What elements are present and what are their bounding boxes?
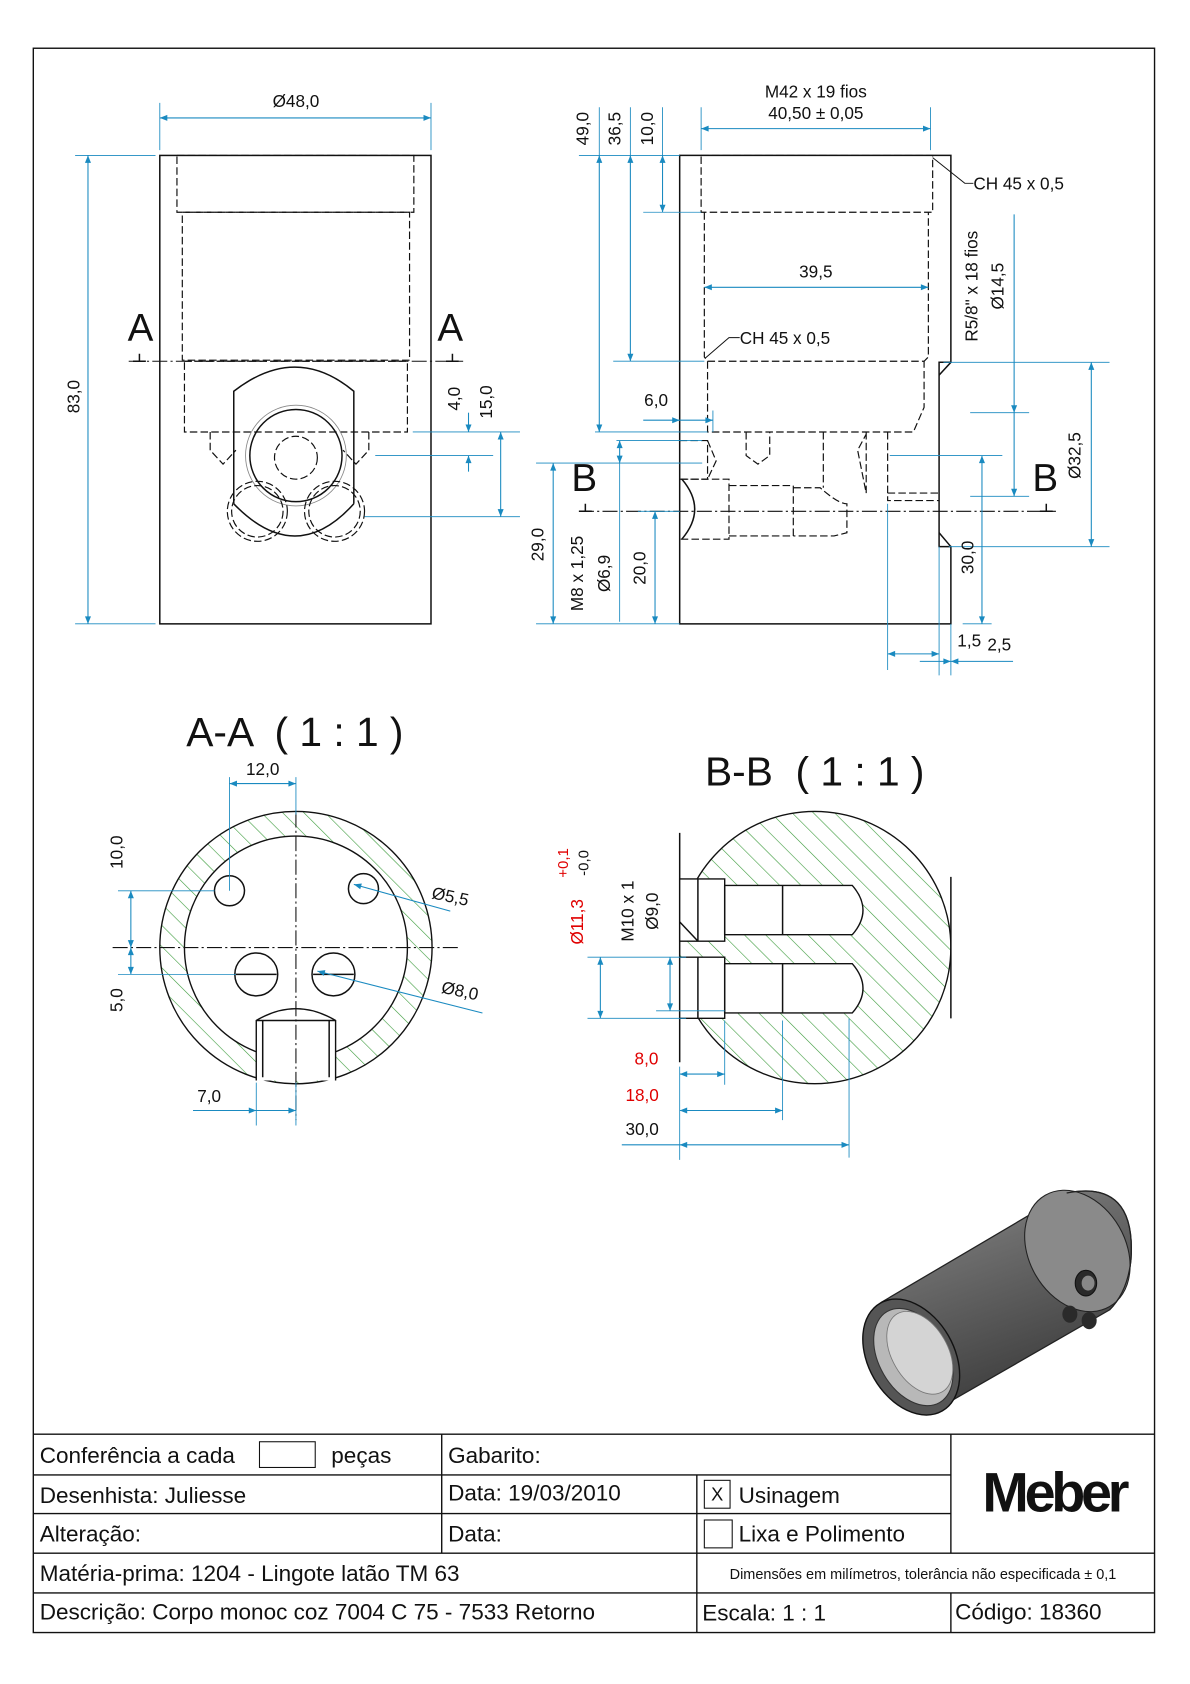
section-a-label-right: A <box>437 307 463 350</box>
codigo-field: Código: 18360 <box>955 1600 1101 1625</box>
usinagem-check-mark: X <box>711 1485 723 1505</box>
dim-49: 49,0 <box>573 112 593 145</box>
section-aa-title: A-A ( 1 : 1 ) <box>186 709 403 755</box>
aa-dim-7: 7,0 <box>197 1086 221 1106</box>
bb-dia-9: Ø9,0 <box>642 893 662 930</box>
dim-39-5: 39,5 <box>799 262 832 282</box>
desenhista-field: Desenhista: Juliesse <box>40 1483 246 1508</box>
dim-29: 29,0 <box>528 528 548 561</box>
thread-r58-label: R5/8" x 18 fios <box>962 231 982 342</box>
aa-dia-5-5: Ø5,5 <box>430 883 471 910</box>
dim-2-5: 2,5 <box>987 635 1011 655</box>
dim-4: 4,0 <box>444 387 464 411</box>
dim-diameter-14-5: Ø14,5 <box>987 263 1007 310</box>
alteracao-field: Alteração: <box>40 1521 141 1546</box>
aa-dia-8: Ø8,0 <box>440 977 481 1004</box>
bb-thread-m10: M10 x 1 <box>618 881 638 942</box>
aa-dim-12: 12,0 <box>246 759 279 779</box>
usinagem-checkbox[interactable] <box>703 1479 731 1509</box>
dim-15: 15,0 <box>476 385 496 418</box>
bb-dim-18: 18,0 <box>625 1085 658 1105</box>
dim-10: 10,0 <box>637 112 657 145</box>
chamfer-inner-label: CH 45 x 0,5 <box>740 328 831 348</box>
section-bb-title: B-B ( 1 : 1 ) <box>705 749 924 795</box>
sheet-frame <box>32 47 1156 1634</box>
dim-thread-tolerance: 40,50 ± 0,05 <box>768 103 863 123</box>
pecas-label: peças <box>331 1443 391 1468</box>
section-b-label-right: B <box>1032 457 1058 500</box>
bb-dim-30: 30,0 <box>625 1119 658 1139</box>
usinagem-label: Usinagem <box>739 1483 840 1508</box>
descricao-field: Descrição: Corpo monoc coz 7004 C 75 - 7… <box>40 1600 595 1625</box>
bb-tol-plus: +0,1 <box>555 848 572 878</box>
escala-field: Escala: 1 : 1 <box>702 1601 826 1626</box>
dim-20: 20,0 <box>629 551 649 584</box>
section-b-label-left: B <box>571 457 597 500</box>
section-a-a: A-A ( 1 : 1 ) 12,0 10,0 5,0 7,0 Ø5,5 Ø8,… <box>106 709 483 1126</box>
lixa-checkbox[interactable] <box>703 1519 733 1549</box>
gabarito-label: Gabarito: <box>448 1443 541 1468</box>
dim-diameter-32-5: Ø32,5 <box>1065 432 1085 479</box>
data-field: Data: 19/03/2010 <box>448 1481 621 1506</box>
lixa-label: Lixa e Polimento <box>739 1521 905 1546</box>
dim-thread-m42: M42 x 19 fios <box>765 82 867 102</box>
conferencia-label: Conferência a cada <box>40 1443 236 1468</box>
dim-diameter-48: Ø48,0 <box>273 91 320 111</box>
front-view: A A Ø48,0 83,0 4,0 15,0 <box>63 91 520 625</box>
company-logo: Meber <box>982 1461 1128 1523</box>
conferencia-input[interactable] <box>258 1441 316 1469</box>
dim-36-5: 36,5 <box>605 112 625 145</box>
bb-dim-8: 8,0 <box>635 1048 659 1068</box>
dim-height-83: 83,0 <box>63 380 83 413</box>
dim-1-5: 1,5 <box>957 630 981 650</box>
data-alteracao-field: Data: <box>448 1521 502 1546</box>
side-view: B B M42 x 19 fios 40,50 ± 0,05 49,0 36,5… <box>528 82 1110 676</box>
dim-diameter-6-9: Ø6,9 <box>594 555 614 592</box>
section-a-label-left: A <box>128 307 154 350</box>
dim-6: 6,0 <box>644 390 668 410</box>
aa-dim-10: 10,0 <box>106 835 126 868</box>
chamfer-top-label: CH 45 x 0,5 <box>973 174 1064 194</box>
thread-m8-label: M8 x 1,25 <box>567 536 587 611</box>
dimensoes-note: Dimensões em milímetros, tolerância não … <box>730 1567 1117 1583</box>
aa-dim-5: 5,0 <box>106 988 126 1012</box>
isometric-3d-view <box>862 1189 1132 1416</box>
bb-dia-11-3: Ø11,3 <box>567 899 587 944</box>
section-b-b: B-B ( 1 : 1 ) Ø11,3 +0,1 -0,0 M10 x 1 Ø9… <box>555 749 952 1160</box>
materia-prima-field: Matéria-prima: 1204 - Lingote latão TM 6… <box>40 1561 460 1586</box>
bb-tol-minus: -0,0 <box>576 850 593 876</box>
title-block: Conferência a cada peças Gabarito: Desen… <box>33 1433 1155 1633</box>
dim-30: 30,0 <box>957 541 977 574</box>
